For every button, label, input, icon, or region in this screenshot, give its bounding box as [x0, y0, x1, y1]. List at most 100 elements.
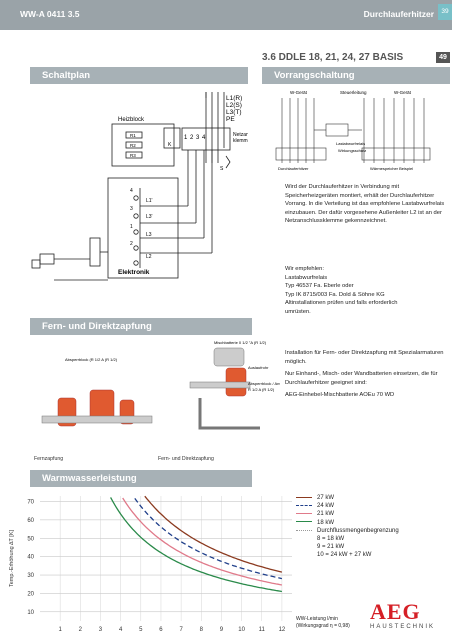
- waerme-label: Wärmespeicher Beispiel: [370, 166, 413, 171]
- y-tick-label: 70: [27, 500, 34, 506]
- band-schaltplan: Schaltplan: [30, 67, 248, 84]
- durch-label: Durchlauferhitzer: [278, 166, 309, 171]
- y-tick-label: 30: [27, 573, 34, 579]
- chart-xlabel: WW-Leistung l/min (Wirkungsgrad η = 0,98…: [296, 616, 350, 629]
- x-tick-label: 7: [179, 627, 183, 633]
- label-mixer: Mischbatterie 0 1/2 "A (R 1/2): [214, 340, 267, 345]
- empf-line-4: Altinstallationen prüfen und falls erfor…: [285, 300, 398, 307]
- label-ref-1: Absperrblock / Anschlussstück: [248, 381, 280, 386]
- legend-swatch: [296, 513, 312, 515]
- legend-label: 21 kW: [317, 511, 335, 518]
- x-tick-label: 4: [119, 627, 123, 633]
- k-label: K: [168, 142, 172, 148]
- empf-line-1: Lastabwurfrelais: [285, 274, 328, 281]
- netz-label-1: Netzanschluß-: [233, 132, 248, 138]
- y-tick-label: 50: [27, 536, 34, 542]
- caption-direkt: Fern- und Direktzapfung: [158, 456, 214, 462]
- legend-extra: 8 = 18 kW: [296, 535, 446, 543]
- empf-line-5: umrüsten.: [285, 308, 311, 315]
- elektronik-label: Elektronik: [118, 269, 150, 276]
- small-label-1: 4: [130, 188, 133, 194]
- x-tick-label: 2: [79, 627, 83, 633]
- lastabwurf-label: Lastabwurfrelais: [336, 141, 365, 146]
- empf-line-2: Typ 46537 Fa. Eberle oder: [285, 283, 354, 290]
- caption-fern: Fernzapfung: [34, 456, 64, 462]
- vorrang-empf: Wir empfehlen: Lastabwurfrelais Typ 4653…: [285, 265, 445, 317]
- terminal-1: 1: [184, 135, 188, 141]
- small-label-3: 3: [130, 206, 133, 212]
- r1-label: R1: [130, 133, 136, 138]
- legend-swatch: [296, 529, 312, 531]
- legend-item: 18 kW: [296, 519, 446, 527]
- legend-label: Durchflussmengenbegrenzung: [317, 527, 399, 534]
- legend-label: 18 kW: [317, 519, 335, 526]
- col3-label: W-Gerät: [394, 90, 412, 95]
- empf-line-3: Typ IK 8715/003 Fa. Dold & Söhne KG: [285, 291, 385, 298]
- small-label-2: L1': [146, 198, 153, 204]
- brand-logo: AEG: [370, 599, 421, 624]
- vorrang-text: Wird der Durchlauferhitzer in Verbindung…: [285, 184, 445, 225]
- col1-label: W-Gerät: [290, 90, 308, 95]
- small-label-7: L3: [146, 232, 152, 238]
- legend-label: 27 kW: [317, 495, 335, 501]
- x-tick-label: 12: [279, 627, 286, 633]
- y-tick-label: 40: [27, 555, 34, 561]
- terminal-3: 3: [196, 135, 200, 141]
- band-vorrang: Vorrangschaltung: [262, 67, 450, 84]
- priority-circuit-diagram: W-Gerät Steuerleitung W-Gerät Lastabwurf…: [275, 90, 431, 171]
- section-title: 3.6 DDLE 18, 21, 24, 27 BASIS: [262, 52, 404, 63]
- band-warm: Warmwasserleistung: [30, 470, 252, 487]
- wirkung-label: Wirkungsschutz: [338, 148, 366, 153]
- page-tab: 39: [438, 4, 452, 20]
- legend-swatch: [296, 496, 312, 498]
- fern-p2: Nur Einhand-, Misch- oder Wandbatterien …: [285, 371, 438, 386]
- s-label: S: [220, 166, 224, 172]
- x-tick-label: 1: [58, 627, 62, 633]
- fern-p3: AEG-Einhebel-Mischbatterie AOEu 70 WD: [285, 392, 395, 398]
- phase-l2: L2(S): [226, 102, 242, 109]
- series-line: [110, 497, 283, 593]
- legend-label: 24 kW: [317, 503, 335, 510]
- label-ref-2: R 1/2 A (R 1/2): [248, 387, 275, 392]
- empf-title: Wir empfehlen:: [285, 266, 324, 272]
- legend-label: 9 = 21 kW: [317, 544, 345, 551]
- legend-item: 21 kW: [296, 510, 446, 518]
- series-line: [134, 498, 283, 580]
- y-tick-label: 60: [27, 518, 34, 524]
- netz-label-2: klemme: [233, 138, 248, 144]
- doc-code: WW-A 0411 3.5: [20, 9, 80, 19]
- legend-label: 8 = 18 kW: [317, 535, 345, 542]
- y-axis-label: Temp.-Erhöhung ∆T [K]: [9, 529, 15, 587]
- small-label-4: L3': [146, 214, 153, 220]
- phase-pe: PE: [226, 116, 235, 123]
- phase-l1: L1(R): [226, 95, 242, 102]
- series-line: [144, 495, 283, 573]
- col2-label: Steuerleitung: [340, 90, 367, 95]
- x-tick-label: 6: [159, 627, 163, 633]
- label-block: Absperrblock (R 1/2 A (R 1/2): [65, 357, 118, 362]
- label-aus: Auslaufrohr: [248, 365, 269, 370]
- terminal-4: 4: [202, 135, 206, 141]
- small-label-6: 2: [130, 241, 133, 247]
- y-tick-label: 20: [27, 591, 34, 597]
- section-page-number: 49: [436, 52, 450, 63]
- legend-extra: Durchflussmengenbegrenzung: [296, 527, 446, 535]
- legend-swatch: [296, 521, 312, 523]
- legend-item: 27 kW: [296, 494, 446, 502]
- small-label-5: 1: [130, 224, 133, 230]
- x-tick-label: 9: [220, 627, 224, 633]
- fern-p1: Installation für Fern- oder Direktzapfun…: [285, 350, 444, 365]
- x-tick-label: 10: [238, 627, 245, 633]
- y-tick-label: 10: [27, 610, 34, 616]
- heizblock-label: Heizblock: [118, 117, 145, 123]
- r3-label: R3: [130, 153, 136, 158]
- x-tick-label: 5: [139, 627, 143, 633]
- series-line: [122, 497, 283, 586]
- terminal-2: 2: [190, 135, 194, 141]
- legend-swatch: [296, 505, 312, 507]
- legend-extra: 10 = 24 kW + 27 kW: [296, 551, 446, 559]
- small-label-8: L2: [146, 254, 152, 260]
- brand-sub: HAUSTECHNIK: [370, 624, 436, 630]
- legend-extra: 9 = 21 kW: [296, 543, 446, 551]
